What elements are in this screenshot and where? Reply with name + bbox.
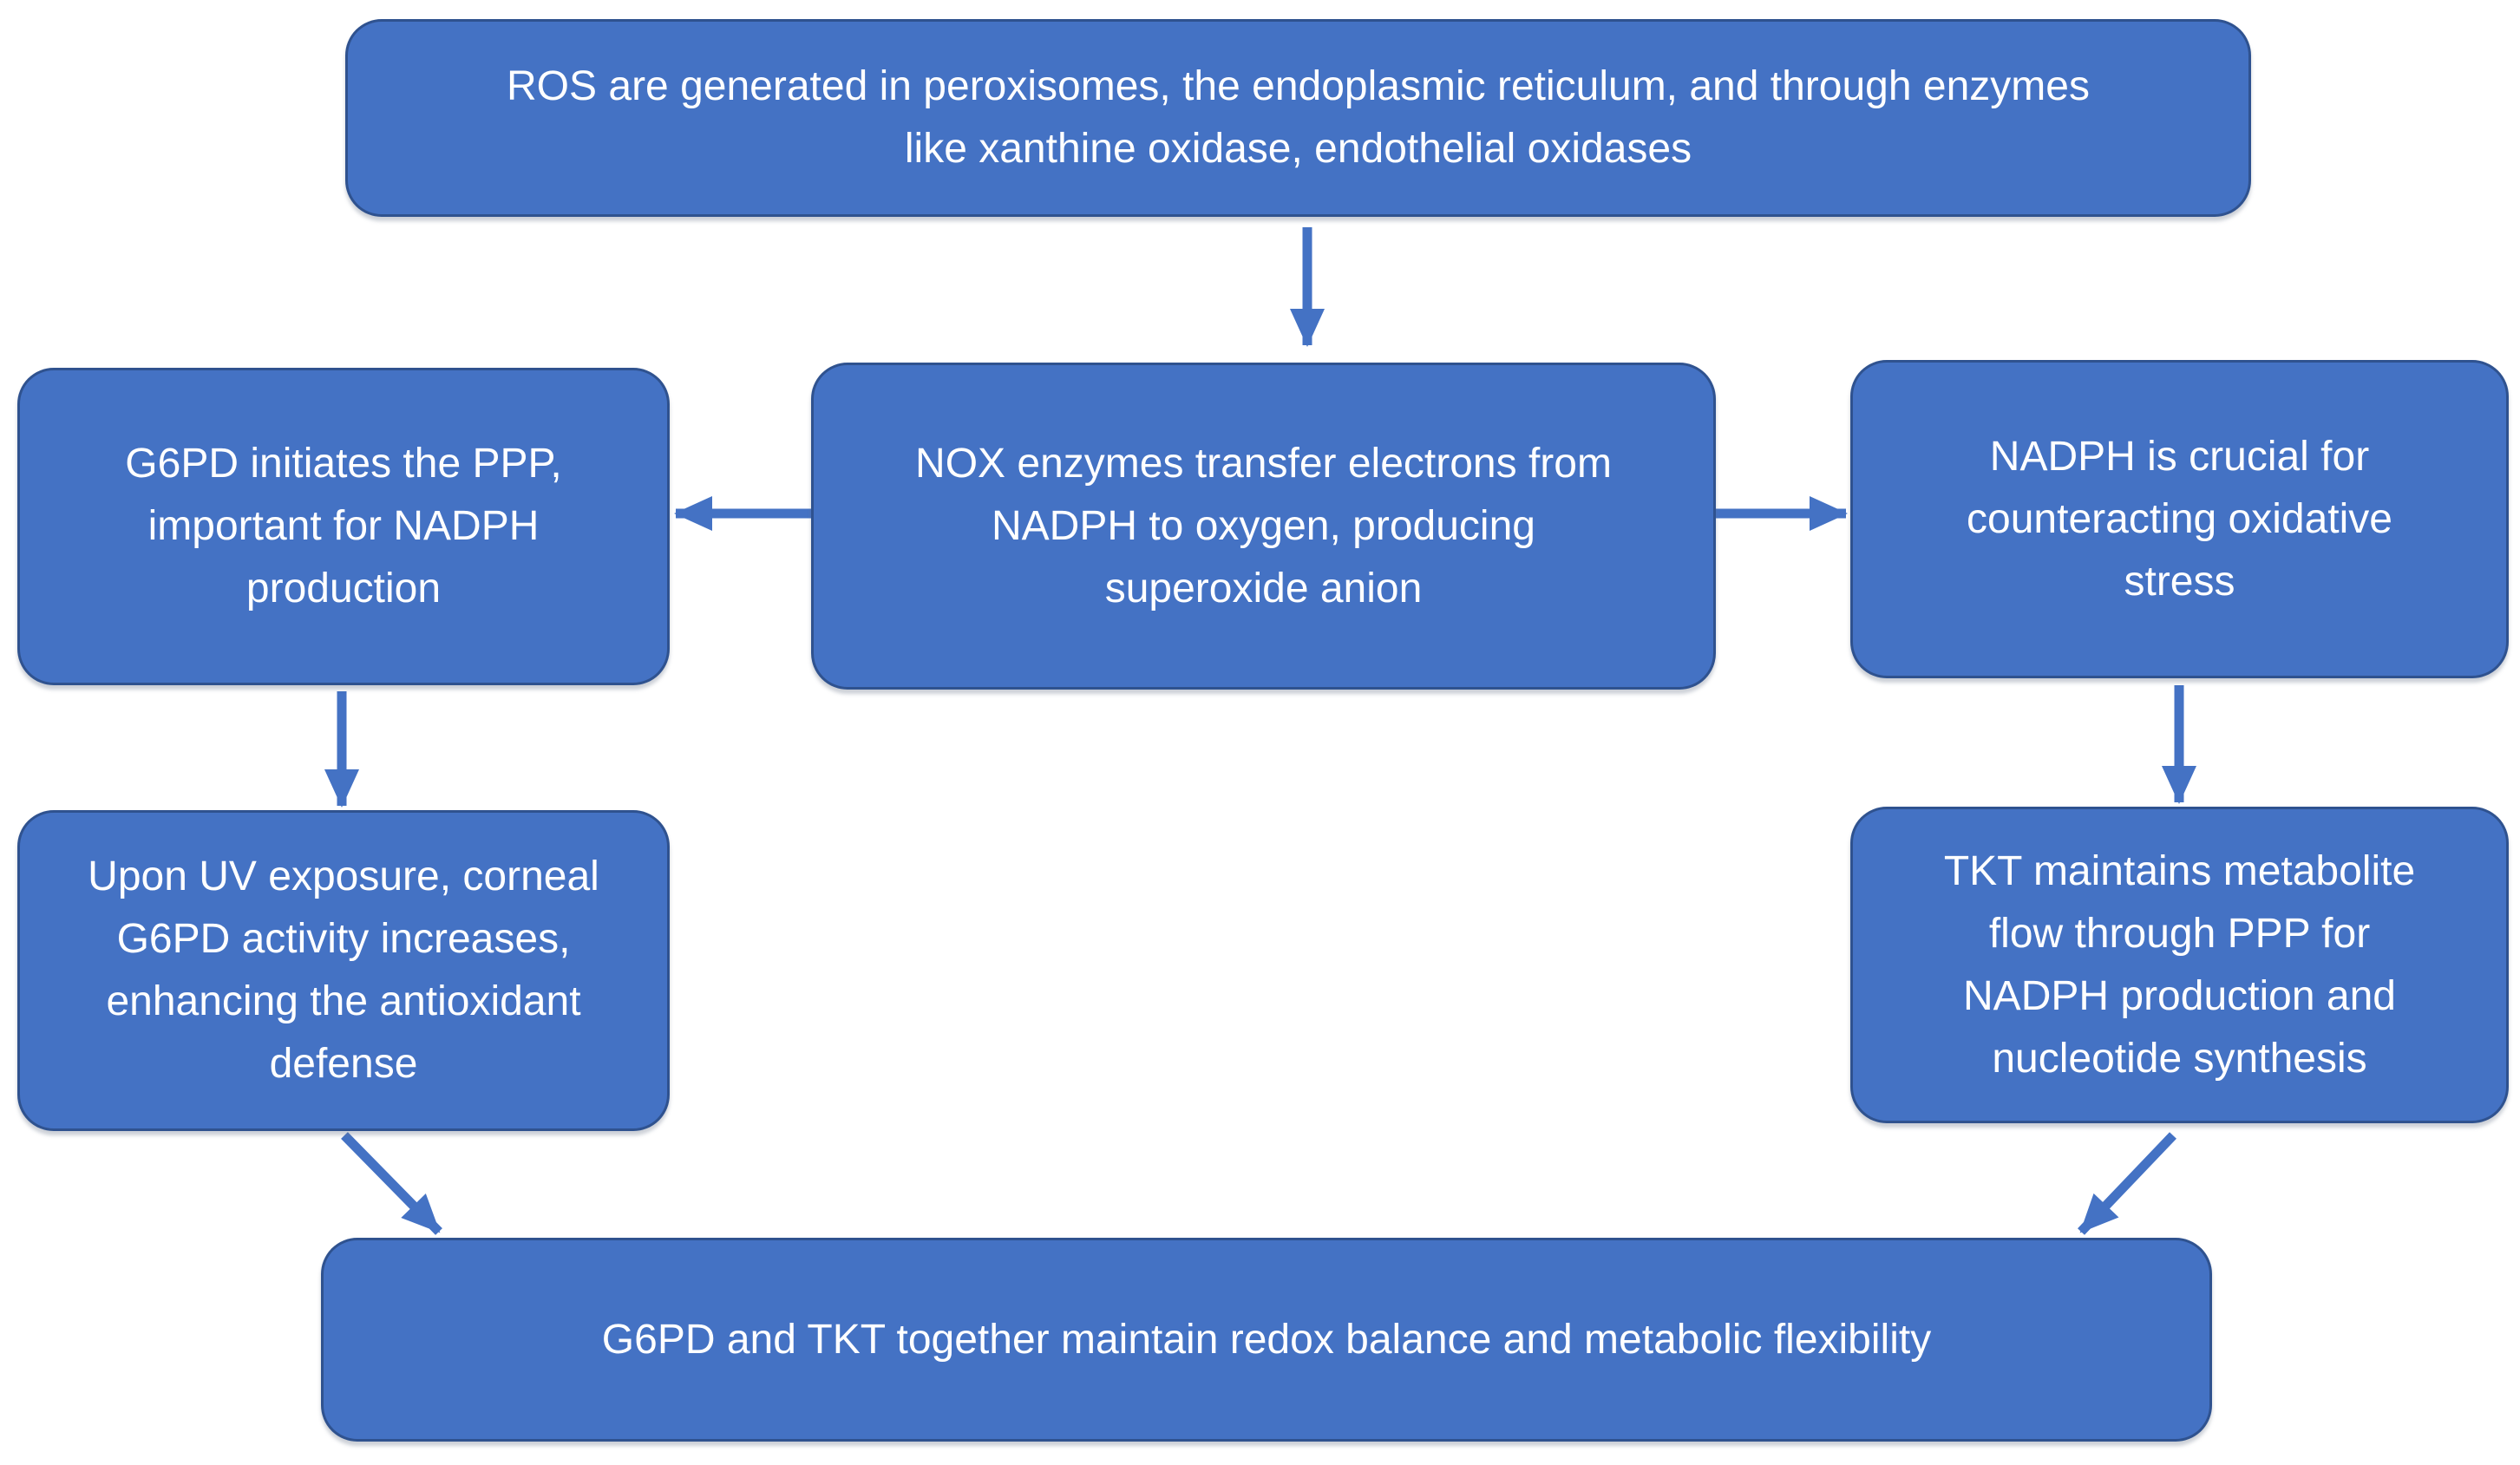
node-uv-exposure: Upon UV exposure, corneal G6PD activity … <box>17 810 670 1131</box>
node-tkt-metabolite-text: TKT maintains metabolite flow through PP… <box>1943 847 2416 1082</box>
node-redox-summary-text: G6PD and TKT together maintain redox bal… <box>601 1316 1932 1363</box>
node-tkt-metabolite: TKT maintains metabolite flow through PP… <box>1850 807 2509 1123</box>
arrow-uv-to-summary <box>341 1132 442 1235</box>
node-nadph-crucial: NADPH is crucial for counteracting oxida… <box>1850 360 2509 678</box>
node-nox-enzymes: NOX enzymes transfer electrons from NADP… <box>811 363 1716 690</box>
node-ros-generation-text: ROS are generated in peroxisomes, the en… <box>507 63 2090 172</box>
node-nox-enzymes-text: NOX enzymes transfer electrons from NADP… <box>915 440 1612 612</box>
node-uv-exposure-text: Upon UV exposure, corneal G6PD activity … <box>88 853 599 1087</box>
node-redox-summary: G6PD and TKT together maintain redox bal… <box>321 1238 2212 1442</box>
node-g6pd-ppp: G6PD initiates the PPP, important for NA… <box>17 368 670 685</box>
node-g6pd-ppp-text: G6PD initiates the PPP, important for NA… <box>125 441 562 612</box>
node-nadph-crucial-text: NADPH is crucial for counteracting oxida… <box>1967 433 2392 605</box>
arrow-tkt-to-summary <box>2078 1132 2176 1235</box>
node-ros-generation: ROS are generated in peroxisomes, the en… <box>345 19 2251 217</box>
